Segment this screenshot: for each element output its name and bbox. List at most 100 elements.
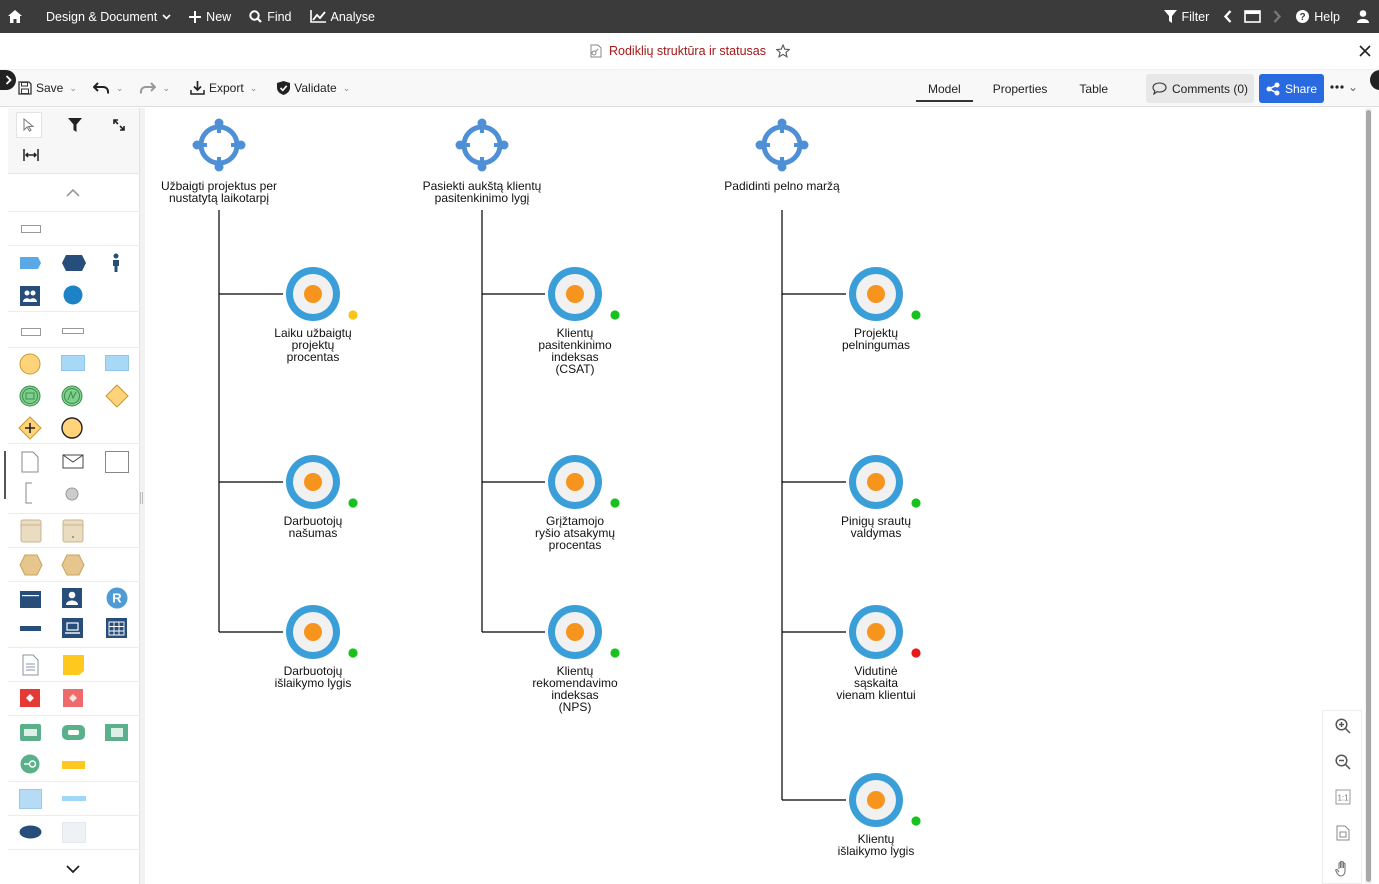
- kpi-node[interactable]: [548, 455, 620, 509]
- start-event-shape[interactable]: [19, 353, 41, 375]
- goal-node[interactable]: [755, 118, 809, 172]
- gateway-shape[interactable]: [105, 384, 129, 408]
- task-shape[interactable]: [61, 355, 85, 371]
- report-document-icon[interactable]: [22, 654, 39, 676]
- kpi-node[interactable]: [849, 773, 921, 827]
- goal-node[interactable]: [192, 118, 246, 172]
- kpi-node[interactable]: [548, 605, 620, 659]
- group-shape[interactable]: [20, 286, 40, 306]
- design-document-menu[interactable]: Design & Document: [37, 0, 180, 33]
- parallel-gateway-shape[interactable]: [18, 416, 42, 440]
- kpi-node[interactable]: [849, 267, 921, 321]
- kpi-label[interactable]: Darbuotojų išlaikymo lygis: [274, 664, 352, 690]
- star-icon[interactable]: [776, 44, 790, 58]
- new-button[interactable]: New: [180, 0, 240, 33]
- subprocess-shape[interactable]: [105, 355, 129, 371]
- person-shape[interactable]: [111, 253, 121, 273]
- goal-label[interactable]: Pasiekti aukštą klientų pasitenkinimo ly…: [422, 179, 542, 205]
- capability-hexagon-shape[interactable]: [19, 554, 43, 576]
- expand-right-panel-button[interactable]: [1370, 70, 1379, 90]
- kpi-label[interactable]: Klientų pasitenkinimo indeksas (CSAT): [538, 326, 612, 376]
- kpi-label[interactable]: Pinigų srautų valdymas: [840, 514, 912, 540]
- modeling-canvas[interactable]: [140, 108, 1379, 884]
- tab-table[interactable]: Table: [1079, 81, 1109, 96]
- network-shape[interactable]: [62, 796, 86, 801]
- spacing-tool[interactable]: [18, 142, 44, 168]
- back-button[interactable]: [1218, 0, 1238, 33]
- ellipse-shape[interactable]: [19, 825, 42, 839]
- service-shape[interactable]: [20, 724, 41, 741]
- filter-tool[interactable]: [62, 112, 88, 138]
- kpi-node[interactable]: [286, 455, 358, 509]
- registered-resource-icon[interactable]: R: [106, 587, 128, 609]
- kpi-node[interactable]: [849, 455, 921, 509]
- hexagon-process-shape[interactable]: [62, 254, 86, 272]
- pool-shape[interactable]: [21, 328, 41, 336]
- end-event-shape[interactable]: [61, 417, 83, 439]
- small-circle-shape[interactable]: [65, 487, 79, 501]
- annotation-shape[interactable]: [25, 482, 33, 504]
- scrollbar-thumb[interactable]: [1366, 110, 1371, 882]
- expand-left-panel-button[interactable]: [0, 70, 16, 90]
- validate-button[interactable]: Validate ⌄: [265, 70, 358, 107]
- kpi-node[interactable]: [286, 605, 358, 659]
- vertical-scrollbar[interactable]: [1365, 108, 1372, 884]
- signal-event-shape[interactable]: [61, 385, 83, 407]
- capability-group-shape[interactable]: [61, 554, 85, 576]
- kpi-label[interactable]: Grįžtamojo ryšio atsakymų procentas: [534, 514, 616, 552]
- close-icon[interactable]: [1357, 43, 1373, 59]
- kpi-label[interactable]: Darbuotojų našumas: [283, 514, 343, 540]
- kpi-node[interactable]: [286, 267, 358, 321]
- lane-shape[interactable]: [62, 328, 84, 334]
- home-button[interactable]: [0, 0, 31, 33]
- tab-properties[interactable]: Properties: [992, 81, 1048, 96]
- data-store-shape[interactable]: [20, 519, 42, 543]
- kpi-label[interactable]: Klientų išlaikymo lygis: [837, 832, 915, 858]
- undo-button[interactable]: ⌄: [85, 70, 132, 107]
- kpi-label[interactable]: Laiku užbaigtų projektų procentas: [274, 326, 352, 364]
- bar-shape[interactable]: [20, 626, 41, 631]
- zoom-in-button[interactable]: [1333, 716, 1353, 736]
- event-bar-shape[interactable]: [62, 761, 85, 769]
- node-shape[interactable]: [19, 789, 42, 809]
- process-chevron-shape[interactable]: [20, 256, 41, 270]
- document-shape[interactable]: [21, 451, 39, 473]
- circle-shape[interactable]: [63, 285, 83, 305]
- goal-label[interactable]: Padidinti pelno maržą: [724, 179, 840, 193]
- laptop-icon[interactable]: [62, 618, 83, 638]
- service-interface-shape[interactable]: [20, 754, 41, 774]
- palette-scroll-down[interactable]: [8, 850, 140, 884]
- palette-resize-grip[interactable]: [140, 492, 143, 504]
- kpi-node[interactable]: [849, 605, 921, 659]
- kpi-label[interactable]: Projektų pelningumas: [841, 326, 911, 352]
- export-button[interactable]: Export ⌄: [178, 70, 265, 107]
- save-button[interactable]: Save ⌄: [0, 70, 85, 107]
- redo-button[interactable]: ⌄: [131, 70, 178, 107]
- data-object-shape[interactable]: [62, 519, 84, 543]
- user-button[interactable]: [1349, 0, 1379, 33]
- connect-tool[interactable]: [106, 112, 132, 138]
- zoom-out-button[interactable]: [1333, 752, 1353, 772]
- control-shape[interactable]: [63, 689, 83, 707]
- share-button[interactable]: Share: [1259, 74, 1324, 103]
- fit-page-button[interactable]: [1333, 823, 1353, 843]
- swimlane-shape[interactable]: [21, 225, 41, 233]
- filter-button[interactable]: Filter: [1155, 0, 1219, 33]
- kpi-node[interactable]: [548, 267, 620, 321]
- sticky-note-shape[interactable]: [62, 654, 85, 676]
- palette-scroll-up[interactable]: [8, 174, 140, 212]
- component-shape[interactable]: [105, 724, 128, 741]
- area-shape[interactable]: [62, 822, 86, 843]
- find-button[interactable]: Find: [240, 0, 300, 33]
- message-event-shape[interactable]: [19, 385, 41, 407]
- goal-label[interactable]: Užbaigti projektus per nustatytą laikota…: [160, 179, 278, 205]
- application-shape[interactable]: [20, 591, 41, 608]
- kpi-label[interactable]: Klientų rekomendavimo indeksas (NPS): [532, 664, 618, 714]
- goal-node[interactable]: [455, 118, 509, 172]
- kpi-label[interactable]: Vidutinė sąskaita vienam klientui: [836, 664, 916, 702]
- pan-button[interactable]: [1333, 858, 1353, 878]
- analyse-button[interactable]: Analyse: [301, 0, 384, 33]
- envelope-icon[interactable]: [62, 454, 84, 469]
- text-box-shape[interactable]: [105, 451, 129, 473]
- help-button[interactable]: ? Help: [1287, 0, 1349, 33]
